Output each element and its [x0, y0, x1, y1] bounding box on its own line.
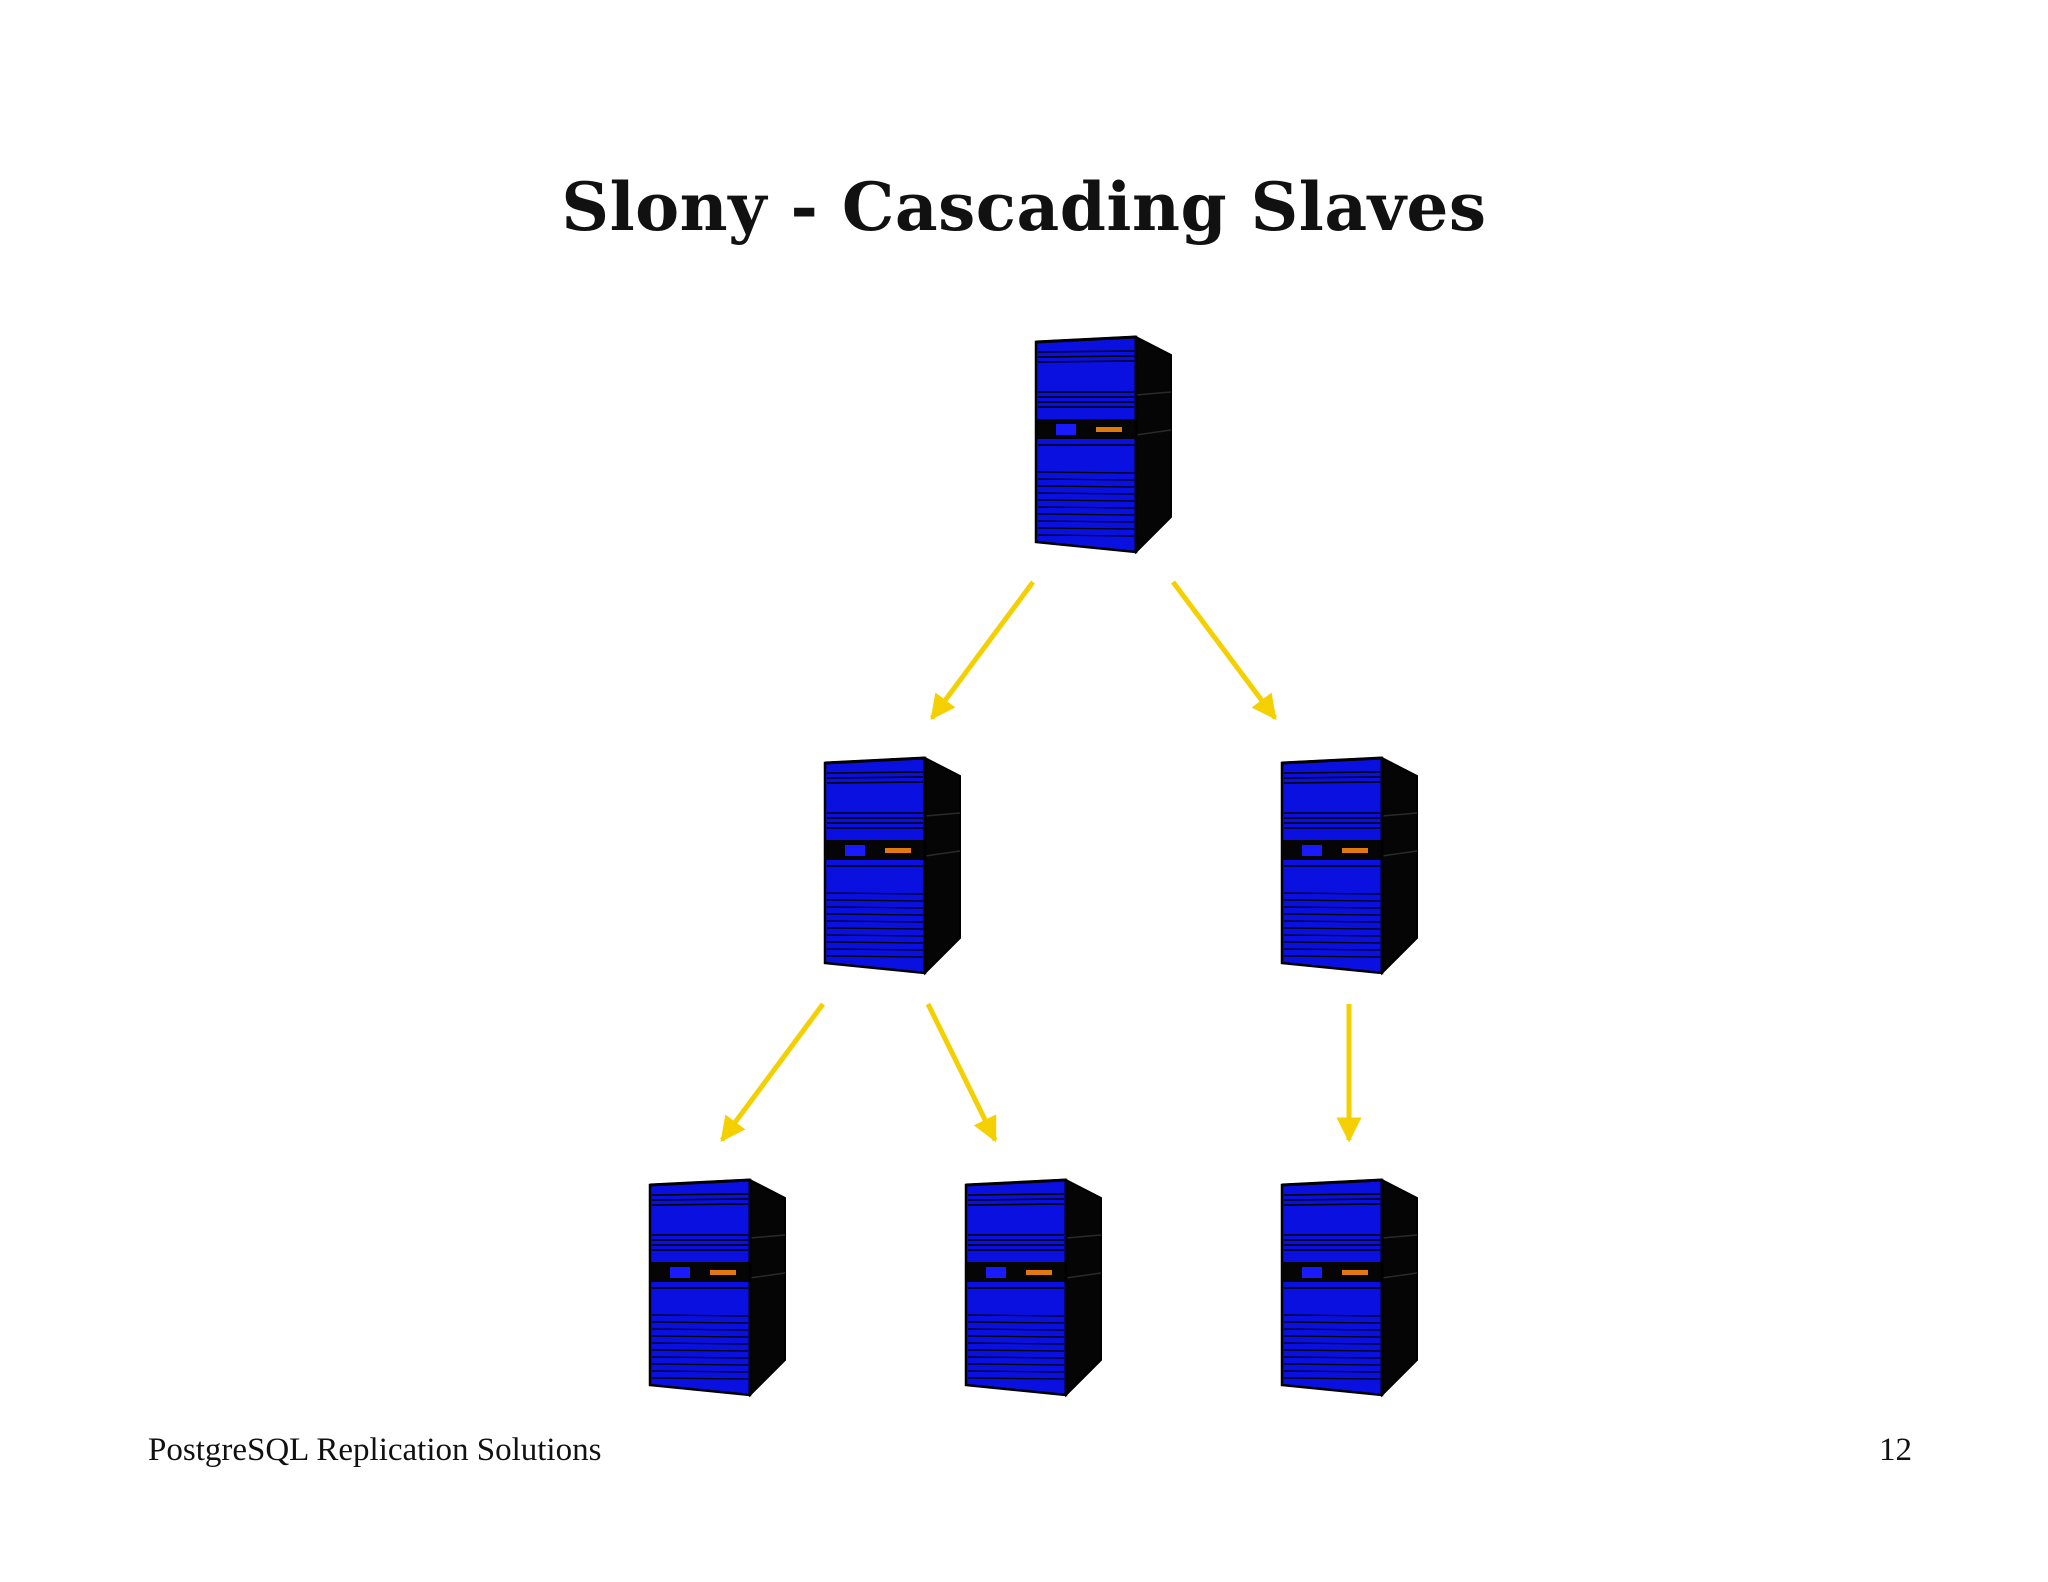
arrow-origin-to-subscriber-right [1171, 580, 1277, 720]
server-icon-subscriber-left [823, 756, 962, 975]
arrow-subscriber-left-to-cascade-left-1 [719, 1002, 826, 1143]
server-icon-subscriber-right [1280, 756, 1419, 975]
arrow-origin-to-subscriber-left [929, 580, 1036, 721]
server-icon-origin [1034, 335, 1173, 554]
server-icon-cascade-left-2 [964, 1178, 1103, 1397]
server-icon-cascade-right [1280, 1178, 1419, 1397]
footer-title: PostgreSQL Replication Solutions [148, 1432, 602, 1468]
slide-title: Slony - Cascading Slaves [561, 168, 1487, 246]
page-number: 12 [1879, 1432, 1912, 1468]
server-icon-cascade-left-1 [648, 1178, 787, 1397]
arrow-subscriber-left-to-cascade-left-2 [925, 1002, 998, 1143]
